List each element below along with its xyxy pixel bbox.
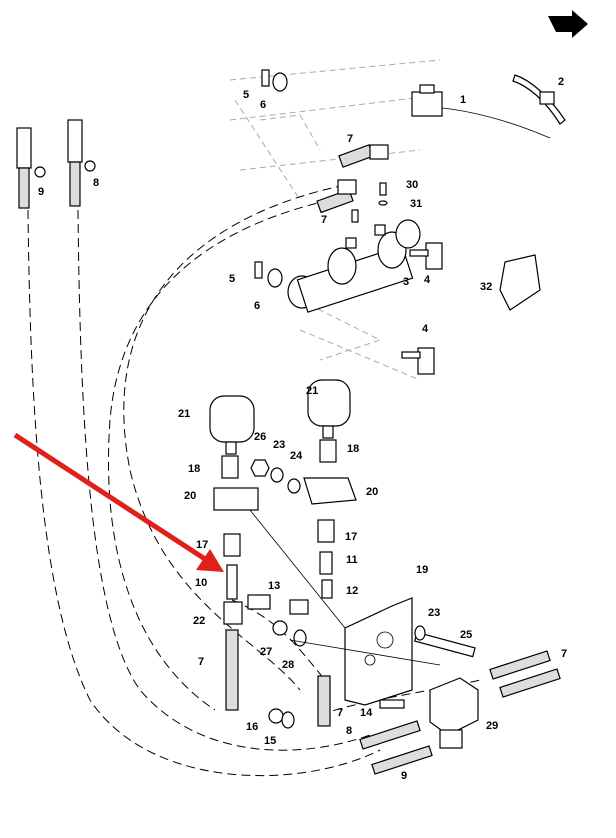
callout-label: 7 — [561, 648, 567, 660]
fitting — [317, 519, 335, 543]
callout-label: 15 — [264, 735, 276, 747]
callout-label: 25 — [460, 629, 472, 641]
callout-label: 19 — [416, 564, 428, 576]
callout-label: 9 — [38, 186, 44, 198]
callout-label: 17 — [345, 531, 357, 543]
callout-label: 17 — [196, 539, 208, 551]
callout-label: 27 — [260, 646, 272, 658]
callout-label: 14 — [360, 707, 373, 719]
callout-label: 12 — [346, 585, 358, 597]
bolt-14 — [379, 699, 405, 709]
elbow-13 — [247, 594, 271, 610]
bracket — [344, 597, 413, 706]
callout-label: 28 — [282, 659, 294, 671]
hose-fitting-7 — [338, 144, 389, 168]
fitting — [319, 551, 333, 575]
callout-label: 32 — [480, 281, 492, 293]
highlight-arrow — [13, 432, 224, 572]
hose-fitting-7b — [316, 179, 357, 214]
nut — [268, 708, 284, 724]
direction-arrow-icon — [548, 10, 588, 38]
elbow — [289, 599, 309, 615]
callout-label: 16 — [246, 721, 258, 733]
washer — [272, 72, 288, 92]
washer — [270, 467, 284, 483]
pin — [261, 69, 270, 87]
callout-label: 7 — [198, 656, 204, 668]
hose — [225, 629, 239, 711]
callout-label: 7 — [337, 707, 343, 719]
callout-label: 7 — [347, 133, 353, 145]
electrical-connector — [411, 84, 551, 139]
lock-pin-4 — [409, 242, 443, 270]
hose-8 — [359, 720, 421, 750]
bolt — [351, 209, 359, 223]
callout-label: 8 — [93, 177, 99, 189]
callout-label: 5 — [229, 273, 235, 285]
washer — [287, 478, 301, 494]
callout-label: 22 — [193, 615, 205, 627]
nut — [250, 459, 270, 477]
hose-9 — [371, 745, 433, 775]
callout-label: 4 — [422, 323, 429, 335]
callout-label: 2 — [558, 76, 564, 88]
accumulator-right — [307, 379, 351, 463]
pin — [254, 261, 263, 279]
hydraulic-cylinder — [287, 219, 421, 313]
callout-label: 6 — [260, 99, 266, 111]
callout-label: 4 — [424, 274, 431, 286]
valve-block — [429, 677, 479, 736]
callout-label: 18 — [347, 443, 359, 455]
fitting — [321, 579, 333, 599]
washer — [414, 625, 426, 641]
callout-label: 24 — [290, 450, 303, 462]
hose-end-8 — [67, 119, 96, 207]
callout-label: 23 — [428, 607, 440, 619]
bolt — [379, 182, 387, 196]
callout-label: 31 — [410, 198, 422, 210]
callout-label: 13 — [268, 580, 280, 592]
callout-label: 23 — [273, 439, 285, 451]
callout-label: 3 — [403, 276, 409, 288]
accumulator-left — [209, 395, 255, 479]
hose-7 — [499, 668, 561, 698]
cable-tie — [512, 74, 566, 125]
callout-label: 1 — [460, 94, 466, 106]
washer — [281, 711, 295, 729]
callout-label: 20 — [366, 486, 378, 498]
callout-label: 9 — [401, 770, 407, 782]
callout-label: 26 — [254, 431, 266, 443]
callout-label: 8 — [346, 725, 352, 737]
nut — [272, 620, 288, 636]
solenoid — [439, 729, 463, 749]
callout-label: 29 — [486, 720, 498, 732]
callout-label: 10 — [195, 577, 207, 589]
machine-frame-outline — [229, 59, 441, 381]
callout-label: 21 — [178, 408, 190, 420]
callout-label: 7 — [321, 214, 327, 226]
fitting — [223, 533, 241, 557]
hose-end-9 — [16, 127, 46, 209]
callout-label: 5 — [243, 89, 249, 101]
clamp — [213, 487, 259, 511]
callout-label: 6 — [254, 300, 260, 312]
tee-22 — [223, 601, 243, 625]
fitting-10 — [226, 564, 238, 600]
lock-pin-4b — [401, 347, 435, 375]
hose-7 — [489, 650, 551, 680]
callout-label: 30 — [406, 179, 418, 191]
callout-label: 20 — [184, 490, 196, 502]
hose — [317, 675, 331, 727]
washer — [267, 268, 283, 288]
clamp — [303, 477, 357, 505]
seal-kit — [499, 254, 541, 311]
callout-label: 11 — [346, 554, 358, 566]
callout-label: 18 — [188, 463, 200, 475]
washer — [378, 200, 388, 206]
washer — [293, 629, 307, 647]
callout-label: 21 — [306, 385, 318, 397]
